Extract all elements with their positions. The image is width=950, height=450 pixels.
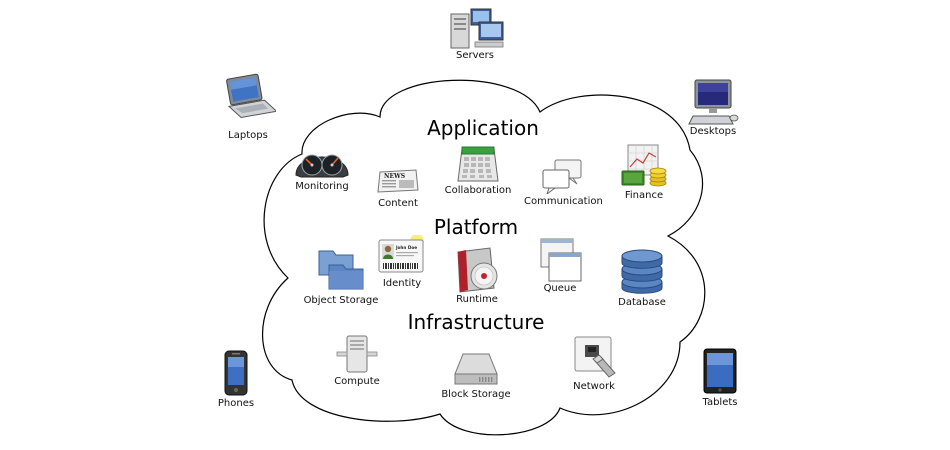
database-label: Database <box>618 297 666 308</box>
network-node: Network <box>566 335 622 393</box>
runtime-node: Runtime <box>447 246 507 306</box>
newspaper-masthead: NEWS <box>384 173 405 180</box>
monitoring-node: Monitoring <box>287 143 357 193</box>
platform-heading: Platform <box>433 215 519 239</box>
server-tower-icon <box>336 335 378 373</box>
speech-bubbles-icon <box>542 159 582 194</box>
finance-chart-money-icon <box>621 144 667 187</box>
monitoring-label: Monitoring <box>295 181 349 192</box>
compute-node: Compute <box>328 334 386 388</box>
runtime-label: Runtime <box>456 294 498 305</box>
object-storage-label: Object Storage <box>303 295 379 306</box>
network-label: Network <box>573 381 615 392</box>
laptop-icon <box>226 73 276 119</box>
servers-icon <box>450 8 504 49</box>
communication-node: Communication <box>524 158 603 208</box>
phones-label: Phones <box>217 398 255 409</box>
tablets-label: Tablets <box>702 397 738 408</box>
finance-label: Finance <box>624 190 664 201</box>
queue-label: Queue <box>543 283 577 294</box>
servers-label: Servers <box>455 50 494 61</box>
tablets-node: Tablets <box>690 348 750 409</box>
database-node: Database <box>612 248 672 309</box>
desktop-icon <box>688 79 739 125</box>
identity-node: John Doe Identity <box>372 235 432 290</box>
phones-node: Phones <box>206 350 266 410</box>
laptops-node: Laptops <box>212 72 284 142</box>
network-port-icon <box>574 336 616 378</box>
identity-label: Identity <box>382 278 422 289</box>
content-label: Content <box>378 198 418 209</box>
runtime-box-disc-icon <box>457 247 498 293</box>
collaboration-label: Collaboration <box>444 185 512 196</box>
database-icon <box>621 249 663 294</box>
communication-label: Communication <box>524 196 603 207</box>
desktops-label: Desktops <box>689 126 737 137</box>
queue-node: Queue <box>530 237 590 295</box>
id-badge-icon: John Doe <box>378 235 424 273</box>
block-storage-node: Block Storage <box>436 350 516 401</box>
object-storage-node: Object Storage <box>300 247 382 307</box>
windows-stack-icon <box>540 238 582 282</box>
finance-node: Finance <box>616 143 672 202</box>
hard-drive-icon <box>454 353 498 385</box>
compute-label: Compute <box>334 376 380 387</box>
content-node: NEWS Content <box>368 168 428 210</box>
servers-node: Servers <box>440 6 510 62</box>
infrastructure-heading: Infrastructure <box>407 310 545 334</box>
badge-name-text: John Doe <box>395 245 417 250</box>
desktops-node: Desktops <box>678 78 748 138</box>
block-storage-label: Block Storage <box>441 389 511 400</box>
tablet-icon <box>703 348 737 394</box>
calendar-icon <box>457 146 499 182</box>
phone-icon <box>224 350 248 396</box>
laptops-label: Laptops <box>228 130 268 141</box>
newspaper-icon: NEWS <box>377 169 419 193</box>
gauge-icon <box>295 154 349 178</box>
collaboration-node: Collaboration <box>438 145 518 197</box>
application-heading: Application <box>427 116 539 140</box>
folders-icon <box>318 250 364 290</box>
